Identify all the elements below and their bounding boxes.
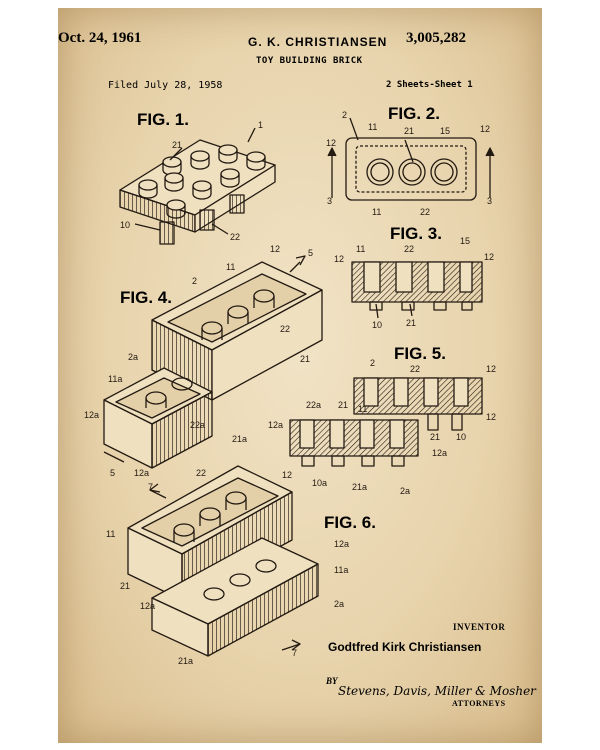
by-label: BY <box>326 676 338 686</box>
fig4-ref: 11 <box>226 262 235 272</box>
fig6-reference-numerals: 7 22 12 11 12a 11a 21 2a 12a 21a 7 <box>106 468 349 666</box>
fig3-ref: 15 <box>460 236 470 246</box>
fig2-ref: 2 <box>342 110 347 120</box>
fig3-drawing <box>351 261 483 319</box>
fig5-ref: 12a <box>268 420 283 430</box>
fig3-ref: 12 <box>484 252 494 262</box>
fig2-ref: 12 <box>480 124 490 134</box>
fig5-ref: 21 <box>430 432 440 442</box>
filed-date: Filed July 28, 1958 <box>108 80 223 91</box>
fig2-ref: 3 <box>327 196 332 206</box>
fig5-ref: 21 <box>338 400 348 410</box>
fig4-drawing <box>103 255 323 469</box>
fig6-ref: 22 <box>196 468 206 478</box>
fig6-ref: 7 <box>148 482 153 492</box>
fig1-ref: 22 <box>230 232 240 242</box>
fig4-label: FIG. 4. <box>120 288 172 307</box>
fig6-ref: 7 <box>292 648 297 658</box>
inventor-label: INVENTOR <box>453 622 506 632</box>
fig2-drawing <box>327 117 495 201</box>
inventor-name: Godtfred Kirk Christiansen <box>328 640 482 654</box>
fig4-ref: 11a <box>108 374 122 384</box>
fig2-ref: 3 <box>487 196 492 206</box>
fig3-ref: 11 <box>356 244 365 254</box>
fig3-label: FIG. 3. <box>390 224 442 243</box>
fig2-ref: 11 <box>368 122 377 132</box>
fig1-drawing <box>119 127 276 245</box>
fig4-ref: 5 <box>110 468 115 478</box>
fig6-ref: 11 <box>106 529 115 539</box>
fig5-ref: 12 <box>486 412 496 422</box>
fig5-drawing <box>289 377 483 467</box>
patent-title: TOY BUILDING BRICK <box>256 56 363 66</box>
fig3-ref: 10 <box>372 320 382 330</box>
fig5-ref: 12 <box>486 364 496 374</box>
fig2-ref: 11 <box>372 207 381 217</box>
fig5-ref: 2a <box>400 486 410 496</box>
fig5-label: FIG. 5. <box>394 344 446 363</box>
fig1-ref: 21 <box>172 140 182 150</box>
fig2-label: FIG. 2. <box>388 104 440 123</box>
fig2-reference-numerals: 2 11 21 15 12 12 3 3 11 22 <box>326 110 492 217</box>
fig2-ref: 22 <box>420 207 430 217</box>
fig2-ref: 12 <box>326 138 336 148</box>
fig4-ref: 21a <box>232 434 247 444</box>
fig5-ref: 11 <box>358 404 367 414</box>
fig5-ref: 22a <box>306 400 321 410</box>
patent-date: Oct. 24, 1961 <box>58 30 142 46</box>
fig4-ref: 5 <box>308 248 313 258</box>
fig1-ref: 1 <box>258 120 263 130</box>
fig6-ref: 12a <box>140 601 155 611</box>
patent-number: 3,005,282 <box>406 30 466 46</box>
fig6-label: FIG. 6. <box>324 513 376 532</box>
fig4-ref: 22a <box>190 420 205 430</box>
fig3-ref: 12 <box>334 254 344 264</box>
fig6-drawing <box>127 465 319 657</box>
fig4-ref: 22 <box>280 324 290 334</box>
fig6-ref: 12a <box>334 539 349 549</box>
fig4-ref: 21 <box>300 354 310 364</box>
fig2-ref: 15 <box>440 126 450 136</box>
fig6-ref: 11a <box>334 565 348 575</box>
fig5-ref: 22 <box>410 364 420 374</box>
fig4-ref: 12 <box>270 244 280 254</box>
fig3-ref: 21 <box>406 318 416 328</box>
inventor-header-name: G. K. CHRISTIANSEN <box>248 35 388 49</box>
fig4-ref: 12a <box>134 468 149 478</box>
fig6-ref: 21 <box>120 581 130 591</box>
fig1-studs <box>138 144 266 219</box>
fig5-ref: 10 <box>456 432 466 442</box>
fig5-ref: 10a <box>312 478 327 488</box>
attorneys-label: ATTORNEYS <box>452 699 506 708</box>
fig4-ref: 2a <box>128 352 138 362</box>
fig6-ref: 12 <box>282 470 292 480</box>
sheet-count: 2 Sheets-Sheet 1 <box>386 80 473 90</box>
fig2-ref: 21 <box>404 126 414 136</box>
fig1-reference-numerals: 1 21 10 22 <box>120 120 263 242</box>
fig1-ref: 10 <box>120 220 130 230</box>
fig1-label: FIG. 1. <box>137 110 189 129</box>
attorney-signature: Stevens, Davis, Miller & Mosher <box>338 684 536 698</box>
fig5-reference-numerals: 2 22 12 22a 21 11 12a 12 21 10 12a 10a 2… <box>268 358 496 496</box>
fig5-ref: 2 <box>370 358 375 368</box>
patent-sheet <box>58 8 542 743</box>
fig6-ref: 2a <box>334 599 344 609</box>
fig3-reference-numerals: 11 22 15 12 12 10 21 <box>334 236 494 330</box>
fig6-ref: 21a <box>178 656 193 666</box>
fig4-ref: 12a <box>84 410 99 420</box>
fig3-ref: 22 <box>404 244 414 254</box>
fig5-ref: 21a <box>352 482 367 492</box>
fig4-reference-numerals: 5 11 12 2 22 21 2a 11a 12a 22a 21a 5 12a <box>84 244 313 478</box>
fig5-ref: 12a <box>432 448 447 458</box>
fig4-ref: 2 <box>192 276 197 286</box>
